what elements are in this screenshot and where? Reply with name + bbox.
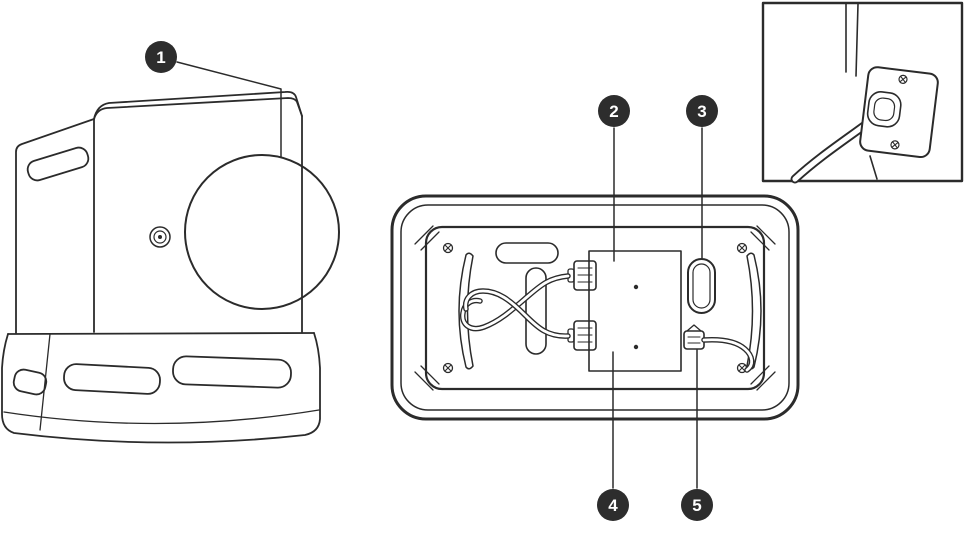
screw-icon — [890, 140, 900, 150]
right-rail — [746, 252, 762, 370]
bottom-outer-shell — [390, 194, 800, 421]
connector-2 — [567, 260, 597, 291]
base-rim-line — [3, 409, 320, 425]
cables — [460, 273, 755, 373]
machine-edge-continuation — [869, 155, 878, 180]
screw-icon — [736, 242, 748, 254]
screw-icon — [442, 362, 454, 374]
bottom-view-illustration — [390, 194, 800, 421]
recessed-panel — [424, 225, 766, 391]
inlet-plate — [859, 66, 939, 159]
callout-badge-3: 3 — [686, 95, 718, 127]
connector-bracket — [588, 250, 682, 372]
cable-slot — [525, 267, 547, 355]
base-outline — [1, 332, 321, 444]
base-vent-slot-center — [63, 363, 161, 395]
device-lid-edge — [93, 97, 303, 120]
power-socket-opening — [687, 258, 716, 314]
screw-icon — [442, 242, 454, 254]
device-base — [1, 332, 321, 444]
bottom-inner-edge — [400, 204, 790, 411]
base-vent-slot-left — [12, 368, 48, 396]
base-vent-slot-right — [172, 355, 292, 389]
base-corner-edge — [39, 333, 51, 431]
base-top-edge — [7, 332, 315, 335]
handle-cutout — [26, 146, 90, 182]
magnifier-circle — [184, 154, 340, 310]
connector-4 — [567, 320, 597, 351]
screw-icon — [898, 74, 908, 84]
corner-screws — [442, 242, 748, 374]
device-illustration — [1, 90, 340, 444]
machine-edge-lines — [845, 3, 859, 77]
callout-badge-2: 2 — [598, 95, 630, 127]
leader-line-1 — [176, 61, 282, 158]
power-inlet-inset — [761, 1, 964, 184]
leader-lines — [176, 61, 703, 489]
plug-body — [866, 91, 902, 128]
cable-top — [460, 273, 571, 332]
callout-badge-5: 5 — [681, 489, 713, 521]
callout-badge-1: 1 — [145, 41, 177, 73]
device-body-outline — [15, 90, 303, 334]
plug-connector-5 — [683, 324, 705, 350]
top-slot — [495, 242, 559, 264]
corner-marks — [414, 225, 776, 391]
left-rail — [458, 252, 474, 370]
callout-badge-4: 4 — [597, 489, 629, 521]
front-button-icon — [149, 226, 171, 248]
